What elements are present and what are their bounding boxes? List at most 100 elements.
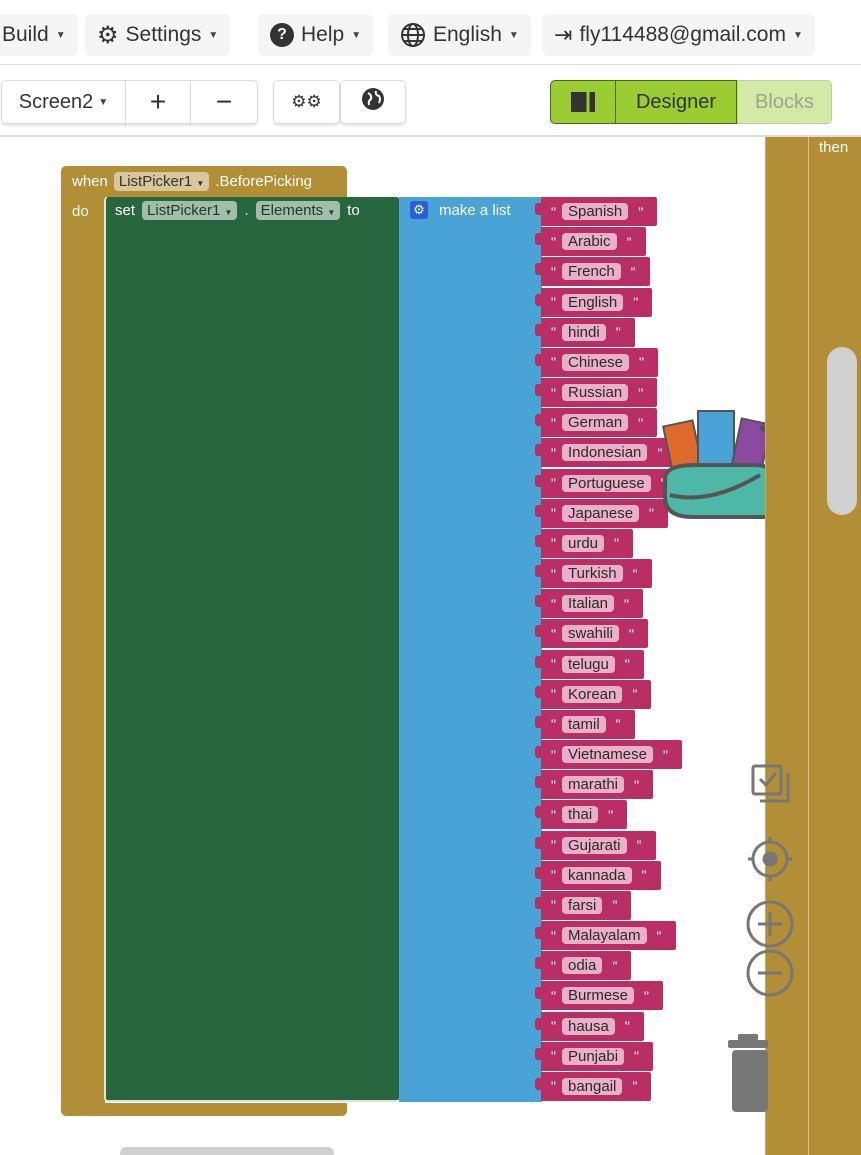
- text-string-block[interactable]: "marathi": [535, 770, 653, 800]
- text-string-block[interactable]: "Punjabi": [534, 1041, 654, 1071]
- text-value[interactable]: Indonesian: [561, 444, 648, 462]
- set-property-block[interactable]: set ListPicker1 ▼ . Elements ▼ to: [104, 197, 400, 1102]
- designer-button[interactable]: Designer: [615, 80, 737, 124]
- text-string-block[interactable]: "swahili": [535, 619, 648, 649]
- mutator-gear-icon[interactable]: ⚙: [410, 201, 428, 219]
- text-string-block[interactable]: "Vietnamese": [535, 740, 682, 770]
- component-dropdown[interactable]: ListPicker1 ▼: [113, 172, 210, 191]
- text-string-block[interactable]: "Russian": [534, 378, 658, 408]
- text-value[interactable]: tamil: [561, 715, 606, 733]
- text-string-block[interactable]: "kannada": [535, 860, 661, 890]
- language-menu[interactable]: English▼: [388, 14, 531, 56]
- text-value[interactable]: Japanese: [561, 504, 640, 522]
- text-value[interactable]: Spanish: [561, 203, 629, 220]
- text-string-block[interactable]: "German": [534, 408, 658, 438]
- text-value[interactable]: Burmese: [561, 987, 635, 1005]
- property-dropdown[interactable]: Elements ▼: [255, 201, 341, 220]
- text-value[interactable]: Korean: [561, 685, 623, 703]
- quote-mark: ": [551, 625, 556, 642]
- text-value[interactable]: Chinese: [561, 353, 630, 371]
- component-dropdown[interactable]: ListPicker1 ▼: [142, 201, 238, 220]
- text-value[interactable]: Portuguese: [561, 474, 651, 492]
- text-string-block[interactable]: "Spanish": [534, 197, 658, 226]
- text-value[interactable]: odia: [561, 957, 603, 975]
- trash-icon[interactable]: [728, 1034, 768, 1119]
- text-value[interactable]: hausa: [561, 1017, 615, 1035]
- text-value[interactable]: English: [561, 293, 624, 311]
- blocks-button[interactable]: Blocks: [737, 80, 832, 124]
- text-value[interactable]: French: [561, 263, 621, 281]
- zoom-in-icon[interactable]: [746, 900, 794, 953]
- zoom-out-icon[interactable]: [746, 949, 794, 1002]
- text-value[interactable]: kannada: [561, 866, 632, 884]
- text-string-block[interactable]: "thai": [534, 800, 628, 830]
- text-value[interactable]: thai: [561, 806, 599, 824]
- text-string-block[interactable]: "tamil": [535, 709, 635, 739]
- make-a-list-block[interactable]: ⚙ make a list: [399, 197, 542, 1102]
- side-event-block[interactable]: then: [765, 137, 861, 1155]
- text-value[interactable]: swahili: [561, 625, 619, 643]
- gears-icon: ⚙⚙: [291, 92, 322, 111]
- text-string-block[interactable]: "Italian": [535, 589, 643, 619]
- vertical-scrollbar[interactable]: [827, 347, 857, 515]
- text-string-block[interactable]: "farsi": [534, 890, 632, 920]
- text-value[interactable]: hindi: [561, 323, 606, 341]
- text-value[interactable]: Gujarati: [561, 836, 627, 854]
- text-string-block[interactable]: "Gujarati": [535, 830, 656, 860]
- quote-mark: ": [614, 535, 619, 552]
- help-menu[interactable]: ?Help▼: [258, 14, 374, 56]
- quote-mark: ": [551, 535, 556, 552]
- text-value[interactable]: Italian: [561, 595, 615, 613]
- text-string-block[interactable]: " urdu ": [535, 528, 633, 558]
- toggle-panel-button[interactable]: [550, 80, 616, 124]
- text-value[interactable]: telugu: [561, 655, 615, 673]
- text-string-block[interactable]: "hindi": [535, 317, 635, 347]
- text-string-block[interactable]: "English": [534, 287, 653, 317]
- screen-selector[interactable]: Screen2▼: [1, 80, 126, 124]
- remove-screen-button[interactable]: −: [190, 80, 258, 124]
- quote-mark: ": [624, 595, 629, 612]
- event-block-header[interactable]: when ListPicker1 ▼ .BeforePicking: [61, 166, 347, 197]
- text-string-block[interactable]: "French": [535, 257, 650, 287]
- text-value[interactable]: German: [561, 414, 629, 432]
- cleanup-checkbox-icon[interactable]: [750, 763, 792, 810]
- text-value[interactable]: Turkish: [561, 565, 623, 583]
- settings-menu[interactable]: ⚙Settings▼: [85, 14, 231, 56]
- text-value[interactable]: Arabic: [561, 233, 617, 251]
- recenter-icon[interactable]: [746, 835, 794, 888]
- quote-mark: ": [626, 233, 632, 250]
- text-value[interactable]: bangail: [561, 1077, 623, 1095]
- text-string-block[interactable]: "Portuguese": [535, 468, 680, 498]
- text-value[interactable]: Malayalam: [561, 927, 647, 945]
- text-value[interactable]: urdu: [561, 534, 605, 552]
- build-menu[interactable]: Build▼: [0, 14, 78, 56]
- blocks-workspace[interactable]: when ListPicker1 ▼ .BeforePicking do set…: [0, 137, 861, 1155]
- text-string-block[interactable]: "Chinese": [534, 347, 659, 377]
- text-string-block[interactable]: "Indonesian": [534, 438, 677, 468]
- text-value[interactable]: Vietnamese: [561, 746, 653, 764]
- text-string-block[interactable]: "bangail": [534, 1071, 652, 1101]
- text-string-block[interactable]: "odia": [534, 951, 632, 981]
- text-string-block[interactable]: "telugu": [535, 649, 644, 679]
- text-string-block[interactable]: "Malayalam": [535, 921, 676, 951]
- quote-mark: ": [624, 656, 630, 673]
- quote-mark: ": [551, 897, 556, 914]
- text-string-block[interactable]: "Burmese": [535, 981, 663, 1011]
- text-value[interactable]: farsi: [561, 896, 603, 914]
- text-value[interactable]: marathi: [561, 776, 625, 794]
- text-value[interactable]: Russian: [561, 384, 629, 402]
- quote-mark: ": [632, 1078, 638, 1095]
- text-string-block[interactable]: "Arabic": [535, 227, 646, 257]
- account-menu[interactable]: ⇥fly114488@gmail.com▼: [542, 14, 815, 56]
- text-string-block[interactable]: "Turkish": [535, 559, 652, 589]
- language-globe-button[interactable]: [340, 80, 406, 124]
- text-value[interactable]: Punjabi: [561, 1047, 625, 1065]
- text-string-block[interactable]: "Japanese": [534, 498, 669, 528]
- text-string-block[interactable]: "hausa": [535, 1011, 644, 1041]
- add-screen-button[interactable]: +: [125, 80, 191, 124]
- horizontal-scrollbar[interactable]: [120, 1147, 334, 1155]
- project-properties-button[interactable]: ⚙⚙: [273, 80, 340, 124]
- help-icon: ?: [270, 23, 294, 47]
- plus-icon: +: [149, 86, 167, 117]
- text-string-block[interactable]: "Korean": [534, 679, 652, 709]
